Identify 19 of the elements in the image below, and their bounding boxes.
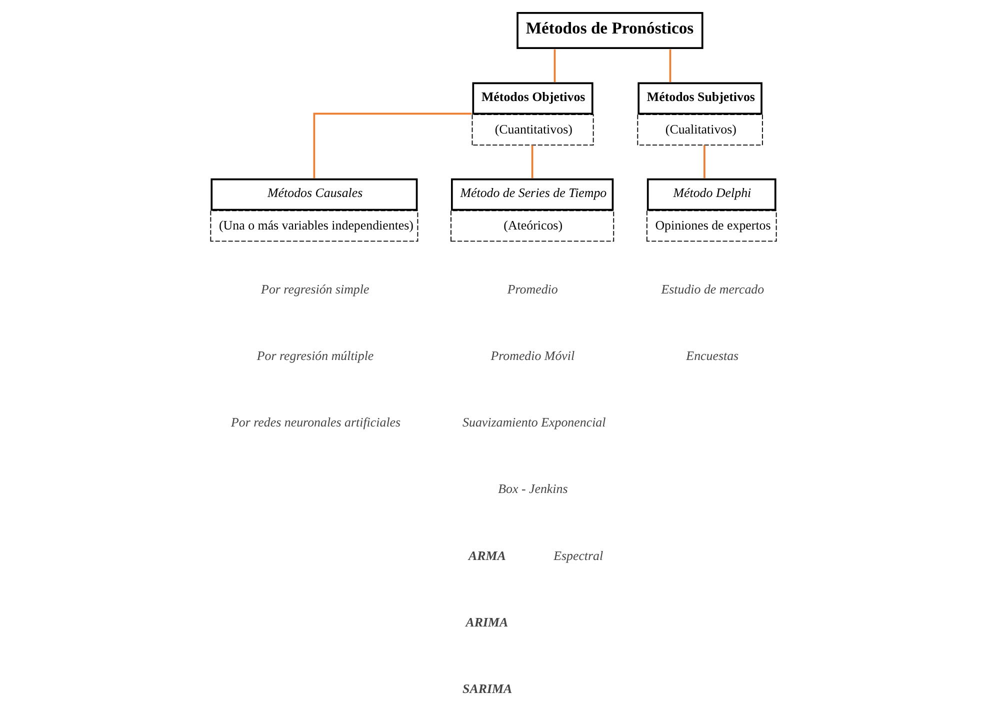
- connector: [668, 49, 671, 82]
- label: Por regresión múltiple: [256, 348, 374, 364]
- label: ARMA: [468, 548, 506, 563]
- label: Espectral: [553, 548, 603, 563]
- connector: [530, 145, 533, 178]
- label: Estudio de mercado: [660, 282, 764, 297]
- connector: [703, 145, 705, 178]
- label: Encuestas: [686, 348, 738, 364]
- label: Por redes neuronales artificiales: [230, 414, 400, 430]
- connector: [312, 112, 472, 178]
- label: Por regresión simple: [260, 282, 369, 297]
- node-box: Métodos de Pronósticos: [516, 12, 703, 49]
- label: Promedio: [506, 282, 558, 297]
- label: Promedio Móvil: [490, 348, 574, 364]
- label: Suavizamiento Exponencial: [462, 414, 606, 430]
- connector: [553, 49, 556, 82]
- label: Box - Jenkins: [498, 481, 568, 496]
- label: ARIMA: [465, 614, 508, 630]
- label: SARIMA: [462, 680, 512, 696]
